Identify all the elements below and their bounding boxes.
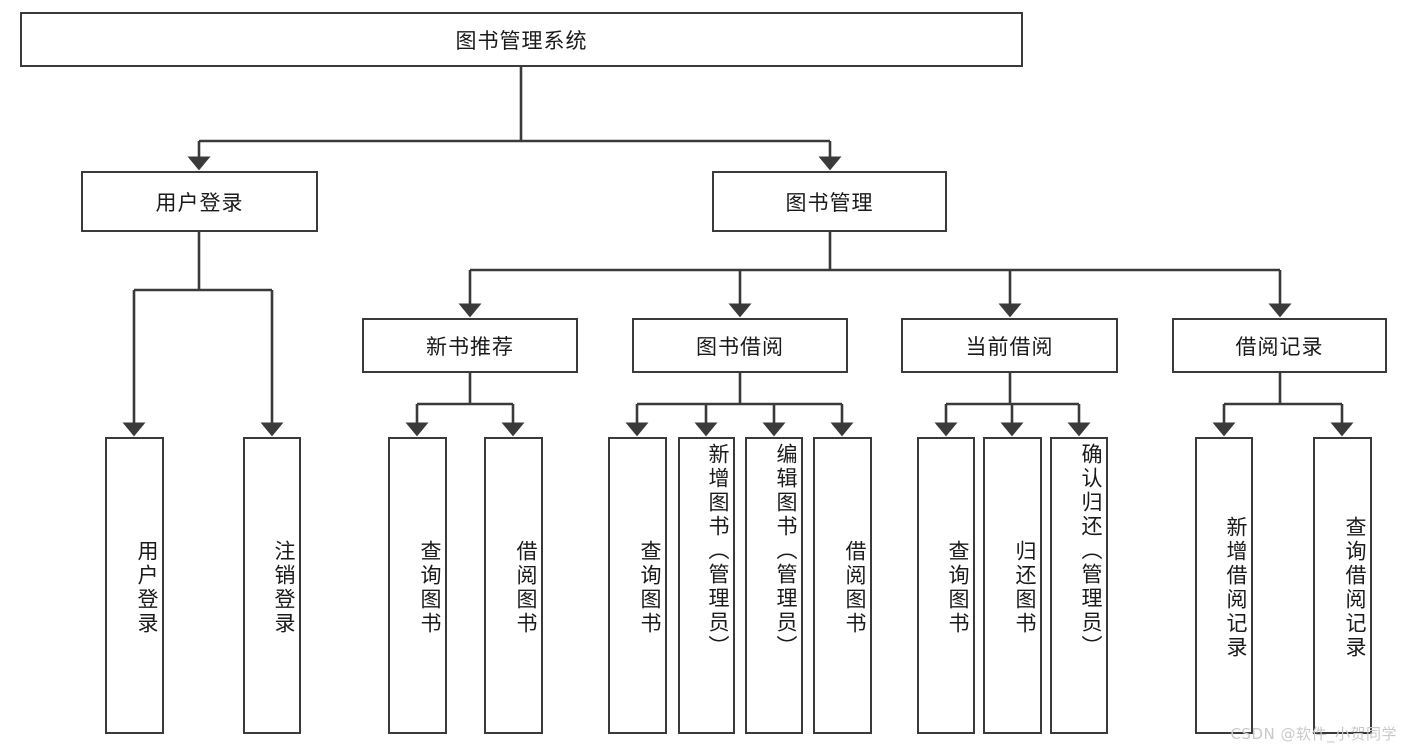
leaf-query-book-borrow[interactable]: 查询图书: [608, 437, 667, 734]
leaf-query-book-current[interactable]: 查询图书: [917, 437, 975, 734]
node-current-borrow[interactable]: 当前借阅: [901, 318, 1118, 373]
leaf-borrow-book[interactable]: 借阅图书: [813, 437, 872, 734]
node-book-management[interactable]: 图书管理: [712, 171, 947, 232]
leaf-query-borrow-record[interactable]: 查询借阅记录: [1313, 437, 1372, 734]
watermark-text: CSDN @软件_小贺同学: [1230, 725, 1397, 743]
node-new-book-recommend[interactable]: 新书推荐: [362, 318, 578, 373]
leaf-logout[interactable]: 注销登录: [243, 437, 301, 734]
leaf-query-book-recommend[interactable]: 查询图书: [388, 437, 447, 734]
leaf-return-book[interactable]: 归还图书: [983, 437, 1042, 734]
node-user-login[interactable]: 用户登录: [81, 171, 318, 232]
leaf-confirm-return-admin[interactable]: 确认归还（管理员）: [1050, 437, 1108, 734]
leaf-add-book-admin[interactable]: 新增图书（管理员）: [678, 437, 735, 734]
node-borrow-record[interactable]: 借阅记录: [1172, 318, 1387, 373]
leaf-edit-book-admin[interactable]: 编辑图书（管理员）: [745, 437, 803, 734]
node-book-borrow[interactable]: 图书借阅: [632, 318, 848, 373]
leaf-add-borrow-record[interactable]: 新增借阅记录: [1195, 437, 1253, 734]
leaf-borrow-book-recommend[interactable]: 借阅图书: [484, 437, 543, 734]
leaf-user-login[interactable]: 用户登录: [105, 437, 164, 734]
node-root[interactable]: 图书管理系统: [20, 12, 1023, 67]
